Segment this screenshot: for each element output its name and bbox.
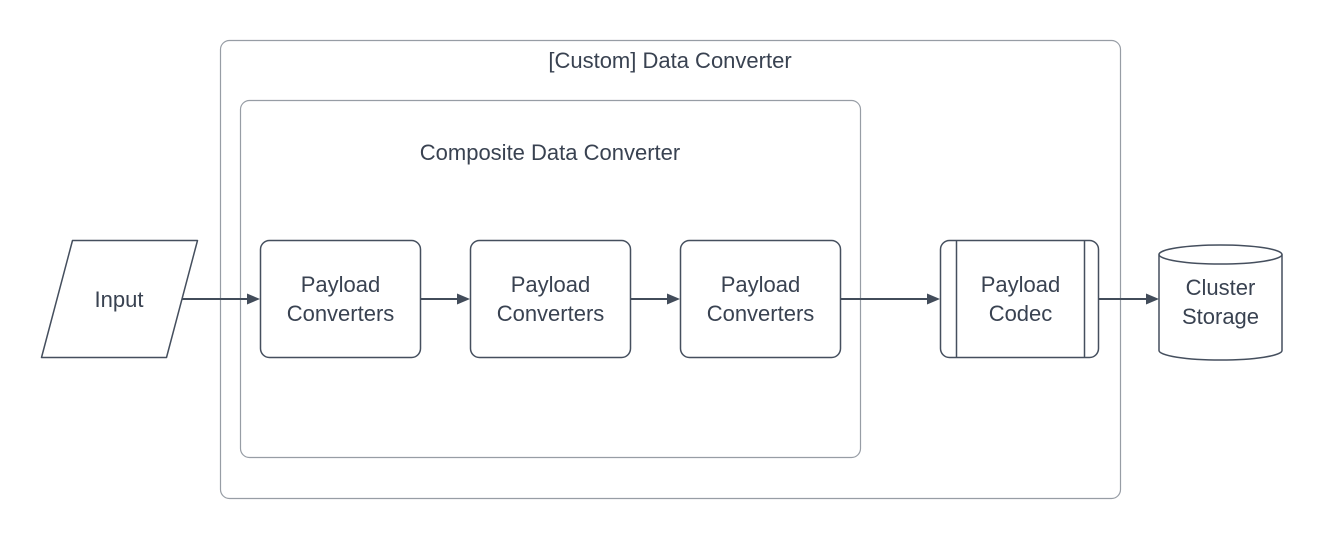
payload-converters-1-label: Payload Converters [286,272,395,326]
cluster-storage-label: Cluster Storage [1181,275,1260,329]
composite-data-converter-label: Composite Data Converter [419,140,681,165]
payload-codec-label: Payload Codec [980,272,1061,326]
cluster-storage-shape [1158,244,1283,361]
custom-data-converter-label: [Custom] Data Converter [548,48,792,73]
arrow-codec-to-storage [1099,293,1159,305]
payload-codec-shape [939,239,1100,359]
payload-converters-3-label: Payload Converters [706,272,815,326]
arrow-converters1-to-converters2 [421,293,470,305]
payload-converters-2-label: Payload Converters [496,272,605,326]
input-node-label: Input [94,286,144,312]
payload-converters-2-shape [469,239,632,359]
payload-converters-1-shape [259,239,422,359]
arrow-input-to-converters [182,293,260,305]
arrow-converters2-to-converters3 [631,293,680,305]
arrow-converters3-to-codec [841,293,940,305]
input-node-shape [40,239,199,359]
payload-converters-3-shape [679,239,842,359]
